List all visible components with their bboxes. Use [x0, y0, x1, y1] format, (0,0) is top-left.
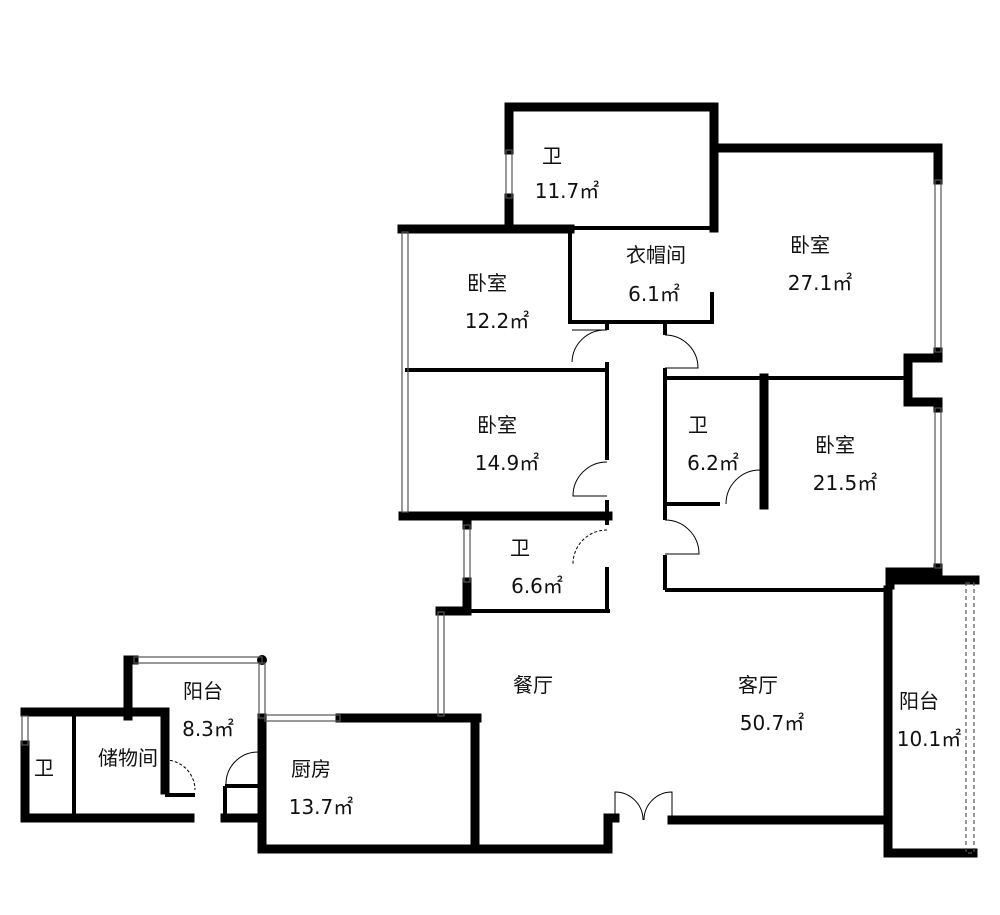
room-bedroom-2-name: 卧室 [467, 271, 507, 295]
room-dining-name: 餐厅 [513, 673, 553, 697]
room-bath-4-name: 卫 [34, 756, 54, 780]
room-closet-name: 衣帽间 [626, 243, 686, 267]
room-balcony-1-area: 10.1㎡ [896, 727, 962, 751]
room-balcony-2-area: 8.3㎡ [182, 717, 234, 741]
doors [164, 329, 761, 821]
room-bedroom-4-area: 21.5㎡ [812, 471, 878, 495]
room-kitchen-area: 13.7㎡ [288, 795, 354, 819]
room-bedroom-4-name: 卧室 [815, 433, 855, 457]
room-bath-3-area: 6.6㎡ [511, 574, 563, 598]
room-balcony-1-name: 阳台 [899, 689, 939, 713]
room-kitchen-name: 厨房 [291, 757, 331, 781]
room-bedroom-3-area: 14.9㎡ [474, 451, 540, 475]
room-bath-3-name: 卫 [510, 536, 530, 560]
room-living-name: 客厅 [738, 673, 778, 697]
room-living-area: 50.7㎡ [739, 711, 805, 735]
room-bath-2-name: 卫 [688, 413, 708, 437]
room-bath-1-name: 卫 [542, 144, 562, 168]
room-bath-1-area: 11.7㎡ [534, 179, 600, 203]
room-storage-name: 储物间 [98, 746, 158, 770]
room-bath-2-area: 6.2㎡ [687, 451, 739, 475]
room-master-bedroom-area: 27.1㎡ [787, 271, 853, 295]
room-bedroom-3-name: 卧室 [477, 413, 517, 437]
room-closet-area: 6.1㎡ [628, 282, 680, 306]
room-master-bedroom-name: 卧室 [790, 233, 830, 257]
walls [20, 102, 980, 858]
windows [21, 149, 975, 854]
room-balcony-2-name: 阳台 [183, 679, 223, 703]
room-bedroom-2-area: 12.2㎡ [464, 309, 530, 333]
